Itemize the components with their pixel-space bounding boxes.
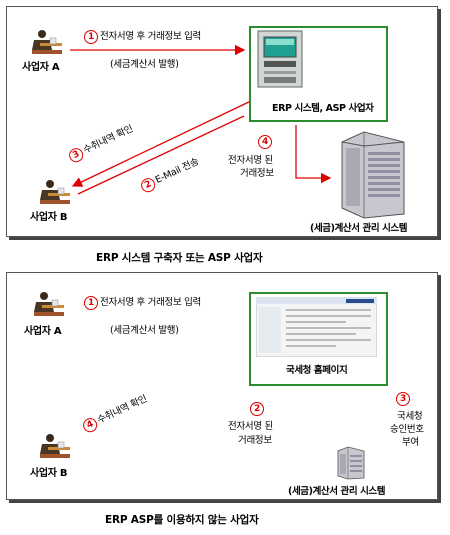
step2-num: 2: [250, 402, 266, 416]
person-desk-icon: [34, 292, 64, 316]
actor-b-label: 사업자 B: [30, 212, 68, 223]
step4-num: 4: [258, 135, 274, 149]
person-desk-icon: [40, 180, 70, 204]
webpage-screenshot-icon: [256, 297, 377, 357]
bottom-caption: ERP ASP를 이용하지 않는 사업자: [105, 514, 259, 526]
step1-subtext: (세금계산서 발행): [110, 59, 179, 70]
step4-line2: 거래정보: [240, 168, 274, 179]
step2-line1: 전자서명 된: [228, 421, 273, 432]
person-desk-icon: [40, 434, 70, 458]
actor-a-label: 사업자 A: [22, 62, 60, 73]
top-caption: ERP 시스템 구축자 또는 ASP 사업자: [96, 252, 263, 264]
step3-num: 3: [396, 392, 412, 406]
step4-line1: 전자서명 된: [228, 155, 273, 166]
step3-line1: 국세청: [397, 411, 423, 422]
erp-system-label: ERP 시스템, ASP 사업자: [272, 103, 374, 114]
actor-b-label: 사업자 B: [30, 468, 68, 479]
step3-line3: 부여: [402, 437, 419, 448]
step2-line2: 거래정보: [238, 435, 272, 446]
step3-line2: 승인번호: [390, 424, 424, 435]
top-arrow-step4: [295, 125, 332, 184]
nts-homepage-label: 국세청 홈페이지: [286, 365, 348, 376]
actor-a-label: 사업자 A: [24, 326, 62, 337]
server-tower-icon: [337, 446, 365, 480]
step1-subtext: (세금계산서 발행): [110, 325, 179, 336]
server-tower-icon: [341, 131, 405, 219]
mgmt-system-label: (세금)계산서 관리 시스템: [310, 223, 408, 234]
server-terminal-icon: [257, 30, 303, 88]
top-arrow-step3: [71, 99, 254, 187]
top-arrow-step2: [77, 115, 245, 195]
person-desk-icon: [32, 30, 62, 54]
mgmt-system-label: (세금)계산서 관리 시스템: [288, 486, 386, 497]
